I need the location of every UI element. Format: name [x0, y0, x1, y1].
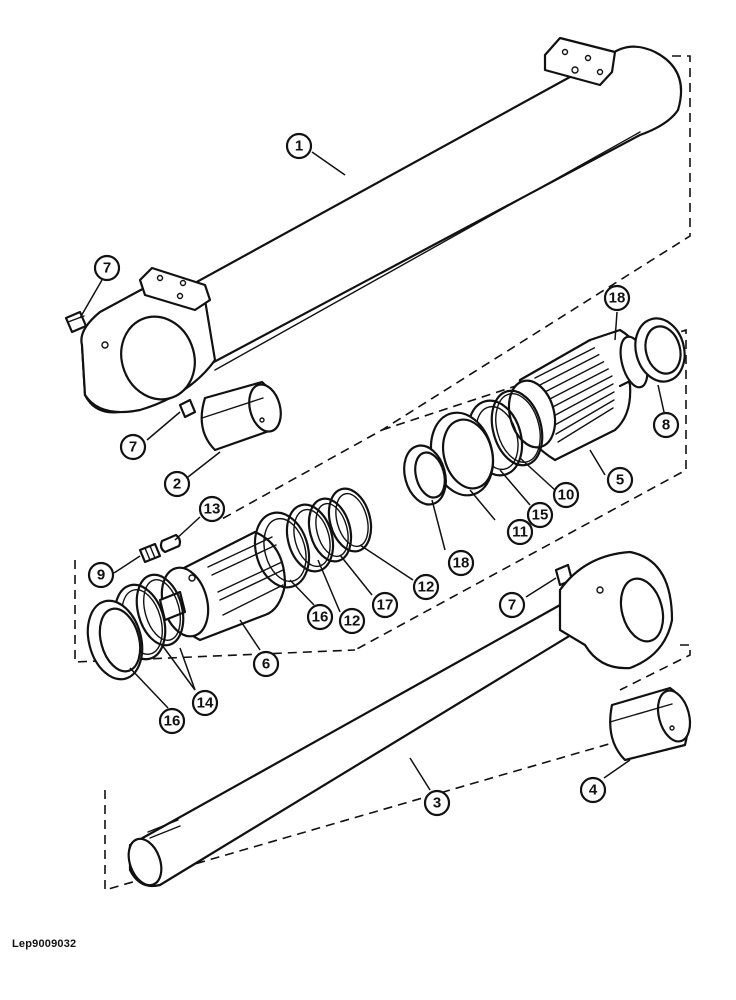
callout-6: 6	[252, 650, 280, 678]
svg-text:17: 17	[377, 597, 394, 614]
callout-5: 5	[606, 466, 634, 494]
ring-14a	[135, 573, 185, 647]
ring-16-lower	[86, 599, 144, 681]
bushing-2	[200, 380, 282, 452]
svg-text:10: 10	[558, 487, 575, 504]
piston-6	[158, 530, 287, 642]
ring-12b	[327, 487, 373, 553]
callout-18-lower: 18	[447, 549, 475, 577]
ring-12a	[285, 503, 335, 573]
leader-lines	[79, 151, 665, 791]
callout-9: 9	[87, 561, 115, 589]
svg-text:14: 14	[197, 695, 214, 712]
seal-8	[634, 317, 686, 383]
svg-text:11: 11	[512, 524, 528, 541]
svg-text:2: 2	[173, 476, 181, 493]
svg-text:3: 3	[433, 795, 441, 812]
callout-14: 14	[191, 689, 219, 717]
gland-5	[507, 328, 649, 462]
callout-12-right: 12	[412, 573, 440, 601]
svg-text:9: 9	[97, 567, 105, 584]
callout-18-upper: 18	[603, 284, 631, 312]
ring-17	[307, 497, 353, 563]
grease-nipple-base	[178, 398, 197, 419]
callout-11: 11	[506, 518, 534, 546]
ring-11	[429, 411, 495, 497]
callout-15: 15	[526, 501, 554, 529]
svg-text:1: 1	[295, 138, 303, 155]
callout-2: 2	[163, 470, 191, 498]
bushing-4	[609, 686, 692, 762]
callout-7-rod: 7	[498, 591, 526, 619]
svg-text:16: 16	[312, 609, 329, 626]
svg-text:7: 7	[508, 597, 516, 614]
callout-7-base: 7	[119, 433, 147, 461]
reference-code: Lep9009032	[12, 938, 77, 950]
grease-nipple-barrel	[64, 310, 88, 334]
svg-text:7: 7	[129, 439, 137, 456]
callout-1: 1	[285, 132, 313, 160]
callout-13: 13	[198, 495, 226, 523]
svg-text:12: 12	[418, 579, 435, 596]
cylinder-barrel	[80, 36, 683, 414]
svg-text:18: 18	[453, 555, 470, 572]
ring-16-upper	[253, 511, 311, 589]
callout-4: 4	[579, 776, 607, 804]
svg-text:16: 16	[164, 713, 181, 730]
svg-text:6: 6	[262, 656, 270, 673]
callout-17: 17	[371, 591, 399, 619]
svg-text:18: 18	[609, 290, 626, 307]
svg-text:4: 4	[589, 782, 598, 799]
callout-3: 3	[423, 789, 451, 817]
callout-16-upper: 16	[306, 603, 334, 631]
svg-text:12: 12	[344, 613, 361, 630]
svg-text:7: 7	[103, 260, 111, 277]
svg-text:5: 5	[616, 472, 624, 489]
svg-text:15: 15	[532, 507, 549, 524]
callout-16-lower: 16	[158, 707, 186, 735]
callout-7-barrel: 7	[93, 254, 121, 282]
callout-8: 8	[652, 411, 680, 439]
piston-rod	[127, 550, 674, 888]
callout-10: 10	[552, 481, 580, 509]
set-screw-9	[138, 542, 162, 564]
svg-text:8: 8	[662, 417, 670, 434]
callout-12-left: 12	[338, 607, 366, 635]
svg-text:13: 13	[204, 501, 221, 518]
